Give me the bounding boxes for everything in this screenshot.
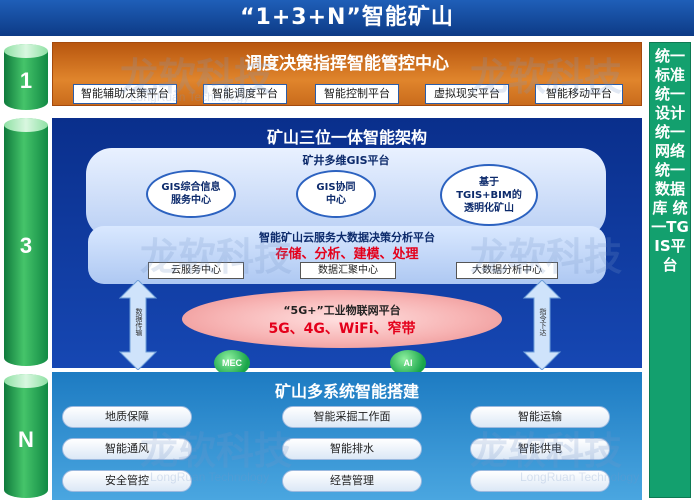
control-center-section: 调度决策指挥智能管控中心 智能辅助决策平台 智能调度平台 智能控制平台 虚拟现实… (52, 42, 642, 106)
system-item: 智能采掘工作面 (282, 406, 422, 428)
transparent-mine: 基于 TGIS+BIM的 透明化矿山 (440, 164, 538, 226)
multi-system-section: 矿山多系统智能搭建 地质保障 智能采掘工作面 智能运输 智能通风 智能排水 智能… (52, 372, 642, 500)
unified-standards-text: 统一标准 统一设计 统一网络 统一数据库 统一TGIS平台 (651, 47, 691, 274)
platform-item: 智能调度平台 (203, 84, 287, 104)
cloud-service-box: 云服务中心 (148, 262, 244, 279)
system-item: 智能运输 (470, 406, 610, 428)
iot-platform-title: “5G+”工业物联网平台 (283, 304, 401, 317)
layer-3-cylinder: 3 (4, 118, 48, 366)
layer-n-cylinder: N (4, 374, 48, 498)
gis-platform-panel: 矿井多维GIS平台 GIS综合信息 服务中心 GIS协同 中心 基于 TGIS+… (86, 148, 606, 238)
gis-info-center-label: GIS综合信息 服务中心 (161, 182, 221, 206)
unified-standards-bar: 统一标准 统一设计 统一网络 统一数据库 统一TGIS平台 (649, 42, 691, 498)
transparent-mine-label: 基于 TGIS+BIM的 透明化矿山 (456, 176, 522, 214)
platform-item: 虚拟现实平台 (425, 84, 509, 104)
system-item: 安全管控 (62, 470, 192, 492)
page-title: “1+3+N”智能矿山 (0, 0, 694, 36)
layer-3-number: 3 (19, 233, 33, 258)
command-label: 指令下达 (539, 308, 547, 336)
iot-platform-subtitle: 5G、4G、WiFi、窄带 (268, 321, 416, 337)
gis-collab-center: GIS协同 中心 (296, 170, 376, 218)
platform-item: 智能控制平台 (315, 84, 399, 104)
system-item: 智能通风 (62, 438, 192, 460)
ai-badge: AI (390, 350, 426, 376)
layer-n-number: N (18, 427, 34, 452)
cloud-platform-subtitle: 存储、分析、建模、处理 (275, 247, 419, 262)
control-center-title: 调度决策指挥智能管控中心 (245, 54, 449, 74)
platform-item: 智能辅助决策平台 (73, 84, 177, 104)
data-transfer-arrow (118, 280, 158, 370)
system-item: 地质保障 (62, 406, 192, 428)
gis-collab-center-label: GIS协同 中心 (316, 182, 356, 206)
iot-platform-ellipse: “5G+”工业物联网平台 5G、4G、WiFi、窄带 (182, 290, 502, 348)
system-item: 智能供电 (470, 438, 610, 460)
mec-badge: MEC (214, 350, 250, 376)
gis-platform-title: 矿井多维GIS平台 (302, 154, 390, 167)
command-arrow (522, 280, 562, 370)
bigdata-center-box: 大数据分析中心 (456, 262, 558, 279)
layer-1-cylinder: 1 (4, 44, 48, 110)
data-hub-box: 数据汇聚中心 (300, 262, 396, 279)
platform-item: 智能移动平台 (535, 84, 623, 104)
system-item-empty (470, 470, 610, 492)
layer-1-number: 1 (19, 68, 33, 93)
architecture-section: 矿山三位一体智能架构 矿井多维GIS平台 GIS综合信息 服务中心 GIS协同 … (52, 118, 642, 376)
cloud-platform-title: 智能矿山云服务大数据决策分析平台 (259, 231, 435, 244)
system-item: 经营管理 (282, 470, 422, 492)
architecture-title: 矿山三位一体智能架构 (266, 128, 427, 147)
gis-info-center: GIS综合信息 服务中心 (146, 170, 236, 218)
system-item: 智能排水 (282, 438, 422, 460)
data-transfer-label: 数据传输 (135, 308, 143, 336)
multi-system-title: 矿山多系统智能搭建 (274, 382, 419, 401)
cloud-platform-panel: 智能矿山云服务大数据决策分析平台 存储、分析、建模、处理 云服务中心 数据汇聚中… (88, 226, 606, 284)
